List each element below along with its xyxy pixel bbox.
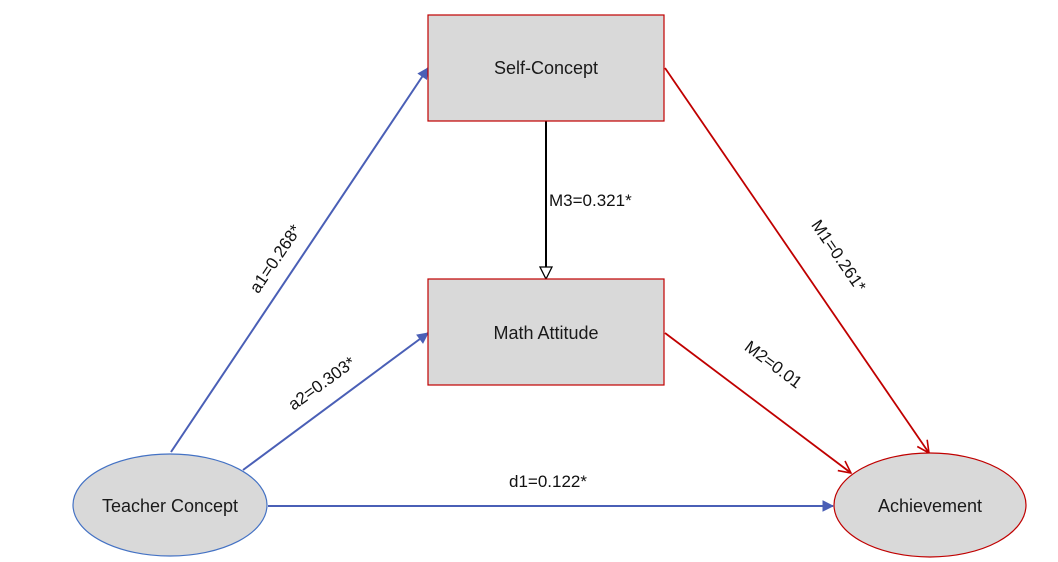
- edge-d1-label: d1=0.122*: [509, 472, 587, 491]
- node-teacher-concept: Teacher Concept: [72, 453, 268, 557]
- node-achievement: Achievement: [833, 452, 1027, 558]
- edge-a1-label: a1=0.268*: [246, 221, 306, 297]
- edge-a2-teacher-to-math-attitude: [242, 332, 428, 471]
- self-concept-label: Self-Concept: [494, 58, 598, 78]
- teacher-concept-ellipse: [72, 453, 268, 557]
- achievement-ellipse: [833, 452, 1027, 558]
- node-math-attitude: Math Attitude: [427, 278, 665, 386]
- edge-m3-label: M3=0.321*: [549, 191, 632, 210]
- teacher-concept-label: Teacher Concept: [102, 496, 238, 516]
- edge-m1-self-concept-to-achievement: [664, 67, 929, 453]
- edge-m2-math-attitude-to-achievement: [664, 332, 851, 473]
- math-attitude-label: Math Attitude: [493, 323, 598, 343]
- edge-a1-teacher-to-self-concept: [170, 68, 429, 453]
- edge-m1-label: M1=0.261*: [807, 216, 870, 295]
- achievement-label: Achievement: [878, 496, 982, 516]
- math-attitude-box: [427, 278, 665, 386]
- edge-m2-label: M2=0.01: [741, 337, 806, 392]
- node-self-concept: Self-Concept: [427, 14, 665, 122]
- edge-a2-label: a2=0.303*: [285, 353, 360, 414]
- self-concept-box: [427, 14, 665, 122]
